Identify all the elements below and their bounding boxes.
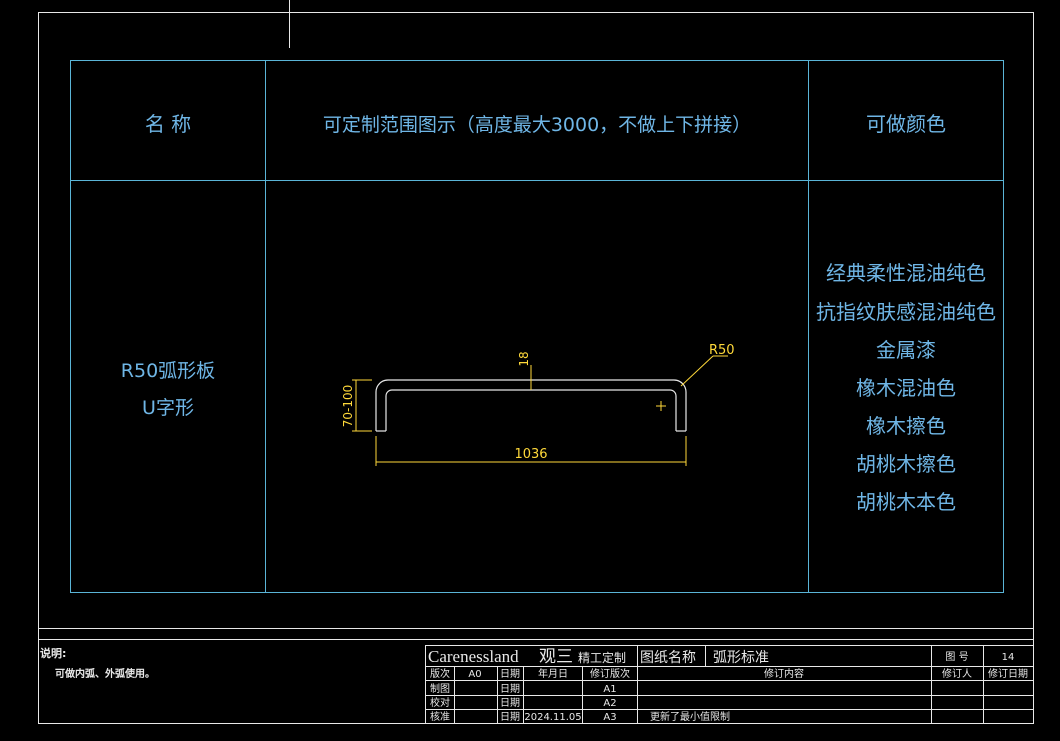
dim-height-label: 70-100 xyxy=(341,385,355,428)
rev-content-header: 修订内容 xyxy=(764,667,804,680)
row-date-label: 日期 xyxy=(500,711,520,723)
color-option: 橡木擦色 xyxy=(866,414,946,438)
row-date: 2024.11.05 xyxy=(524,712,581,723)
spec-table-grid xyxy=(70,60,1004,593)
version-header: 版次 xyxy=(430,667,450,680)
header-colors: 可做颜色 xyxy=(866,112,946,136)
color-option: 经典柔性混油纯色 xyxy=(826,261,986,285)
title-block-header-row: 版次 A0 日期 年月日 修订版次 修订内容 修订人 修订日期 xyxy=(430,667,1028,680)
notes-title: 说明: xyxy=(40,646,66,660)
dimension-lines xyxy=(352,355,728,466)
version-value: A0 xyxy=(468,669,481,680)
reviser-header: 修订人 xyxy=(942,667,972,680)
header-range: 可定制范围图示（高度最大3000，不做上下拼接） xyxy=(323,114,751,136)
radius-label: R50 xyxy=(709,343,735,358)
title-block-grid xyxy=(425,645,1034,724)
drawing-name-label: 图纸名称 xyxy=(640,650,696,666)
row-label: 校对 xyxy=(430,696,450,709)
title-block-rows: 制图 日期 A1 校对 日期 A2 核准 日期 2024.11.05 A3 更新… xyxy=(430,682,730,723)
ymd-header: 年月日 xyxy=(538,667,568,680)
row-rev: A2 xyxy=(603,698,616,709)
row-date-label: 日期 xyxy=(500,697,520,709)
dim-width-label: 1036 xyxy=(514,447,547,462)
brand-cn: 观三 xyxy=(539,647,573,667)
notes-text: 可做内弧、外弧使用。 xyxy=(55,667,155,680)
row-rev: A1 xyxy=(603,684,616,695)
color-option: 胡桃木本色 xyxy=(856,490,956,514)
rev-date-header: 修订日期 xyxy=(988,667,1028,680)
brand-sub: 精工定制 xyxy=(578,650,626,665)
color-options-list: 经典柔性混油纯色 抗指纹肤感混油纯色 金属漆 橡木混油色 橡木擦色 胡桃木擦色 … xyxy=(816,261,996,514)
color-option: 胡桃木擦色 xyxy=(856,452,956,476)
center-mark xyxy=(656,401,666,411)
rev-version-header: 修订版次 xyxy=(590,667,630,680)
drawing-name: 弧形标准 xyxy=(713,650,769,666)
row-label: 制图 xyxy=(430,682,450,695)
color-option: 抗指纹肤感混油纯色 xyxy=(816,300,996,324)
drawing-no: 14 xyxy=(1002,652,1015,663)
row-label: 核准 xyxy=(430,710,450,723)
row-content: 更新了最小值限制 xyxy=(650,710,730,723)
product-name-line1: R50弧形板 xyxy=(121,360,215,382)
header-name: 名 称 xyxy=(145,112,191,136)
color-option: 橡木混油色 xyxy=(856,376,956,400)
brand-name: Carenessland xyxy=(428,647,519,666)
row-date-label: 日期 xyxy=(500,683,520,695)
product-name-line2: U字形 xyxy=(142,397,194,419)
color-option: 金属漆 xyxy=(876,338,936,362)
dim-thickness-label: 18 xyxy=(517,351,531,366)
row-rev: A3 xyxy=(603,712,616,723)
date-header: 日期 xyxy=(500,668,520,680)
drawing-no-label: 图 号 xyxy=(945,651,968,663)
